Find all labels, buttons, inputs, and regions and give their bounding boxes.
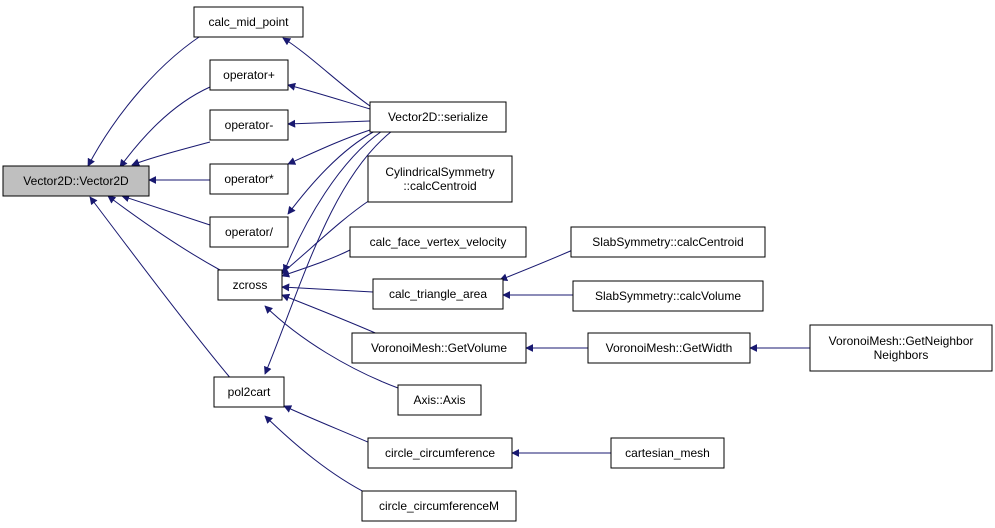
node-box (610, 437, 725, 469)
edge-operator-div-to-vector2d (121, 194, 211, 226)
node-box (193, 6, 304, 38)
edge-serialize-to-operator-plus (287, 82, 371, 110)
edge-zcross-to-vector2d (107, 195, 221, 271)
node-slab-centroid[interactable]: SlabSymmetry::calcCentroid (570, 226, 766, 258)
node-box (367, 155, 513, 203)
node-box (372, 278, 504, 310)
node-label: Vector2D::Vector2D (23, 174, 129, 188)
node-op-minus[interactable]: operator- (209, 109, 289, 141)
edge-operator-plus-to-vector2d (119, 86, 211, 168)
edge-serialize-to-pol2cart (264, 130, 393, 375)
node-label: SlabSymmetry::calcVolume (595, 289, 741, 303)
node-box (809, 324, 993, 372)
edge-serialize-to-operator-minus (287, 119, 371, 128)
edge-pol2cart-to-vector2d (89, 196, 233, 381)
edge-tri-area-to-zcross (281, 283, 374, 293)
edge-vm-volume-to-zcross (281, 293, 381, 336)
edge-circle-circ-m-to-pol2cart (264, 415, 371, 496)
edge-axis-to-zcross (264, 305, 399, 389)
node-label: operator- (225, 118, 274, 132)
node-box (209, 163, 289, 195)
node-op-mul[interactable]: operator* (209, 163, 289, 195)
node-label: VoronoiMesh::GetVolume (371, 341, 507, 355)
node-box (2, 165, 150, 197)
node-box (209, 59, 289, 91)
node-label: circle_circumference (385, 446, 495, 460)
edge-serialize-to-zcross (282, 130, 383, 273)
node-label: SlabSymmetry::calcCentroid (592, 235, 743, 249)
edge-operator-minus-to-vector2d (131, 141, 211, 167)
node-box (351, 332, 527, 364)
node-label: calc_mid_point (208, 15, 289, 29)
node-box (209, 216, 289, 248)
node-label: cartesian_mesh (625, 446, 710, 460)
edge-face-vertex-to-zcross (281, 249, 351, 278)
node-label: CylindricalSymmetry (385, 165, 494, 179)
node-box (397, 384, 482, 416)
node-tri-area[interactable]: calc_triangle_area (372, 278, 504, 310)
edges (87, 29, 810, 496)
node-label: calc_triangle_area (389, 287, 487, 301)
node-label: VoronoiMesh::GetNeighbor (829, 334, 974, 348)
node-label: ::calcCentroid (403, 179, 476, 193)
node-box (217, 269, 283, 301)
node-box (587, 332, 751, 364)
node-label: circle_circumferenceM (379, 499, 499, 513)
node-cart-mesh[interactable]: cartesian_mesh (610, 437, 725, 469)
node-label: operator+ (223, 68, 275, 82)
node-op-plus[interactable]: operator+ (209, 59, 289, 91)
node-box (572, 280, 764, 312)
edge-serialize-to-operator-div (287, 130, 376, 215)
nodes: Vector2D::Vector2D calc_mid_pointoperator… (2, 6, 993, 522)
node-circle-circ[interactable]: circle_circumference (367, 437, 513, 469)
node-pol2cart[interactable]: pol2cart (213, 376, 285, 408)
edge-circle-circ-to-pol2cart (283, 405, 371, 444)
node-label: pol2cart (228, 385, 271, 399)
node-vm-width[interactable]: VoronoiMesh::GetWidth (587, 332, 751, 364)
node-label: calc_face_vertex_velocity (370, 235, 507, 249)
node-circle-circ-m[interactable]: circle_circumferenceM (361, 490, 517, 522)
edge-cyl-centroid-to-zcross (280, 199, 371, 275)
node-label: operator/ (225, 225, 274, 239)
node-box (209, 109, 289, 141)
node-label: Axis::Axis (413, 393, 465, 407)
node-box (367, 437, 513, 469)
node-label: zcross (233, 278, 268, 292)
node-face-vertex[interactable]: calc_face_vertex_velocity (349, 226, 527, 258)
node-label: operator* (224, 172, 274, 186)
node-box (369, 101, 507, 133)
node-axis[interactable]: Axis::Axis (397, 384, 482, 416)
edge-serialize-to-operator-mul (287, 129, 371, 165)
node-box (570, 226, 766, 258)
node-slab-volume[interactable]: SlabSymmetry::calcVolume (572, 280, 764, 312)
node-vm-volume[interactable]: VoronoiMesh::GetVolume (351, 332, 527, 364)
node-label: Vector2D::serialize (388, 110, 488, 124)
node-cyl-centroid[interactable]: CylindricalSymmetry::calcCentroid (367, 155, 513, 203)
node-op-div[interactable]: operator/ (209, 216, 289, 248)
edge-slab-centroid-to-tri-area (499, 248, 576, 282)
node-box (361, 490, 517, 522)
node-vector2d[interactable]: Vector2D::Vector2D (2, 165, 150, 197)
node-calc-mid-point[interactable]: calc_mid_point (193, 6, 304, 38)
edge-serialize-to-calc-mid-point (282, 37, 371, 107)
node-serialize[interactable]: Vector2D::serialize (369, 101, 507, 133)
node-box (349, 226, 527, 258)
edge-calc-mid-point-to-vector2d (87, 29, 211, 167)
node-label: Neighbors (874, 348, 929, 362)
node-label: VoronoiMesh::GetWidth (606, 341, 733, 355)
node-zcross[interactable]: zcross (217, 269, 283, 301)
node-box (213, 376, 285, 408)
